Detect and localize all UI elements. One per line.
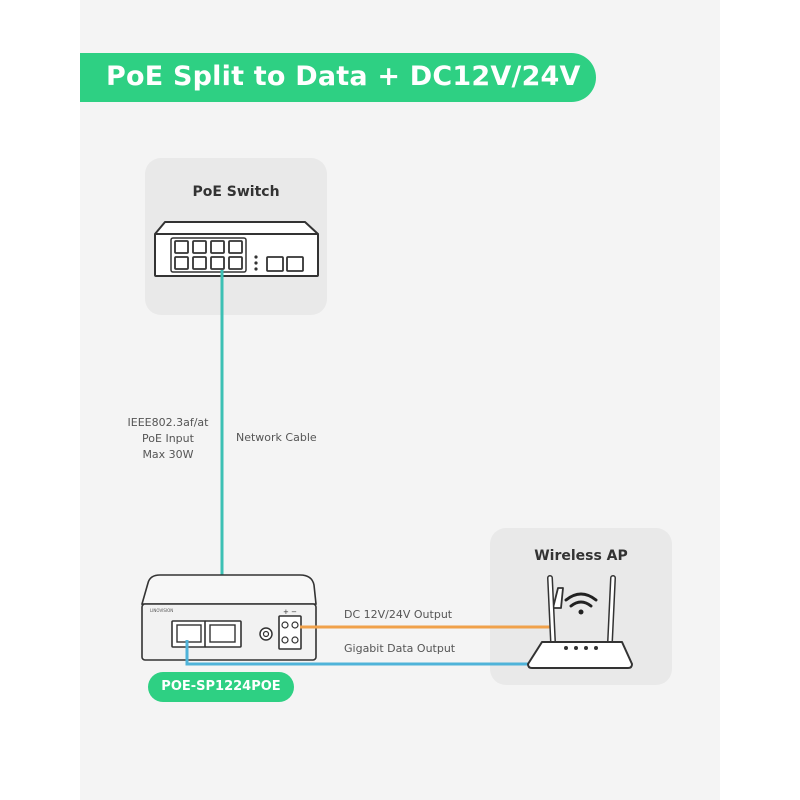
wireless-ap-title: Wireless AP — [534, 548, 628, 564]
poe-input-spec: IEEE802.3af/at PoE Input Max 30W — [118, 415, 218, 463]
page-title: PoE Split to Data + DC12V/24V — [106, 61, 581, 92]
network-cable-label: Network Cable — [236, 431, 317, 444]
poe-input-line-2: PoE Input — [142, 432, 194, 445]
title-banner — [80, 53, 596, 102]
poe-switch-title: PoE Switch — [192, 184, 280, 200]
poe-switch-device — [154, 221, 319, 277]
dc-output-label: DC 12V/24V Output — [344, 608, 453, 621]
splitter-model-badge: POE-SP1224POE — [148, 672, 294, 702]
poe-input-line-1: IEEE802.3af/at — [127, 416, 209, 429]
poe-input-line-3: Max 30W — [142, 448, 194, 461]
splitter-brand: LINOVISION — [150, 608, 173, 613]
svg-text:+ −: + − — [283, 608, 297, 616]
data-output-label: Gigabit Data Output — [344, 642, 456, 655]
data-output-cable — [185, 640, 560, 666]
wireless-ap-device — [527, 575, 633, 669]
wifi-icon — [564, 592, 598, 608]
poe-splitter-device: LINOVISION + − — [140, 574, 317, 661]
